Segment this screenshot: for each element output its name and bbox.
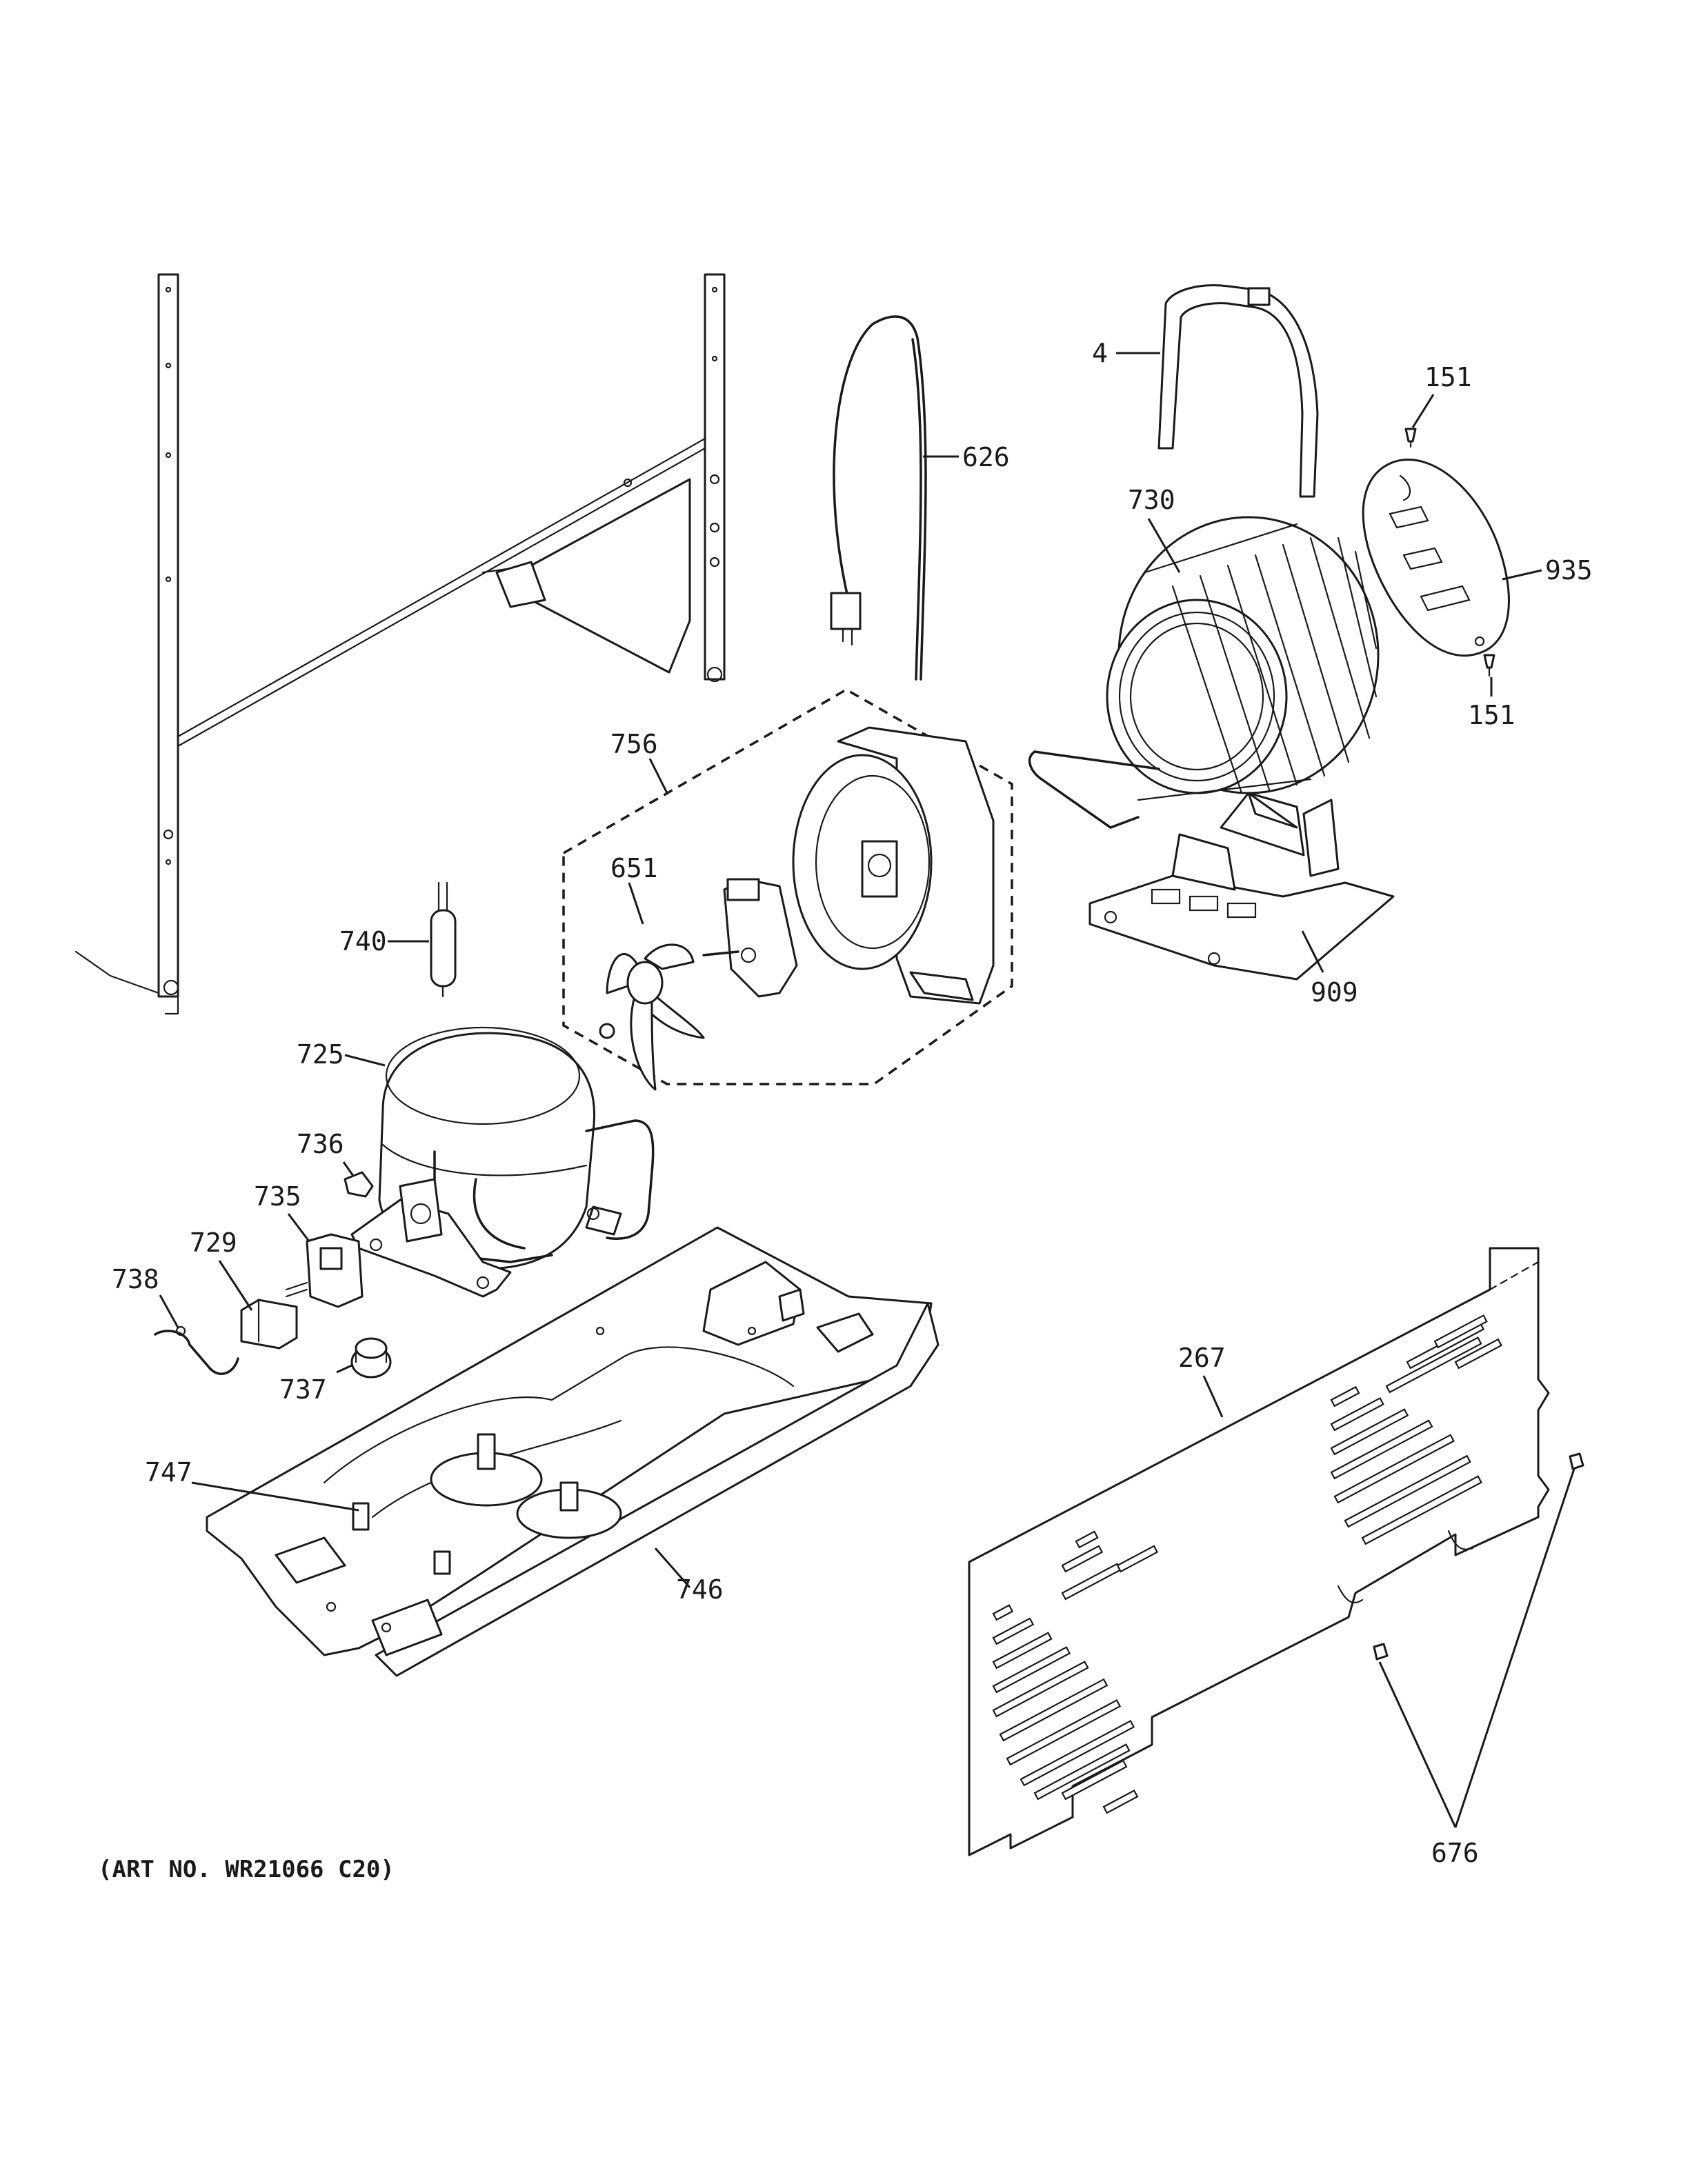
overload-clip [344, 1171, 374, 1198]
leader-lines [159, 352, 1575, 1828]
condenser-bracket [1157, 284, 1319, 498]
fan-motor [702, 878, 798, 998]
power-cord [830, 315, 927, 681]
callout-267: 267 [1178, 1343, 1226, 1373]
callout-935: 935 [1545, 555, 1593, 585]
panel-screw-left [1373, 1643, 1389, 1661]
condenser-cover [1362, 459, 1510, 657]
cabinet-frame [74, 273, 726, 1015]
callout-737: 737 [279, 1374, 327, 1405]
callout-651: 651 [610, 853, 658, 883]
drier [430, 881, 457, 998]
panel-screw-right [1569, 1452, 1584, 1470]
callout-747: 747 [145, 1457, 192, 1487]
callout-735: 735 [254, 1181, 301, 1212]
callout-676: 676 [1431, 1838, 1479, 1868]
callout-736: 736 [297, 1129, 344, 1159]
fan-assembly-group [562, 688, 1013, 1085]
wire-clip [154, 1325, 239, 1375]
screw-bottom [1483, 654, 1495, 677]
callout-730: 730 [1128, 485, 1175, 515]
compressor-mounting-plate [206, 1226, 940, 1677]
screw-top [1404, 428, 1417, 448]
callout-738: 738 [112, 1264, 159, 1294]
callout-756: 756 [610, 729, 658, 759]
grommet [350, 1337, 392, 1379]
compressor [350, 1026, 655, 1298]
callout-626: 626 [962, 442, 1010, 472]
callout-909: 909 [1311, 977, 1358, 1008]
start-relay [285, 1233, 364, 1308]
callout-740: 740 [339, 926, 387, 956]
art-number-caption: (ART NO. WR21066 C20) [98, 1856, 395, 1883]
callout-labels: 4 151 151 626 730 935 756 651 740 909 72… [112, 338, 1593, 1868]
callout-729: 729 [190, 1228, 237, 1258]
callout-151-top: 151 [1424, 362, 1472, 392]
callout-746: 746 [676, 1574, 724, 1605]
fan-blade [599, 943, 705, 1091]
rear-access-panel [968, 1247, 1550, 1856]
callout-151-bottom: 151 [1468, 700, 1515, 730]
callout-725: 725 [297, 1039, 344, 1070]
callout-4: 4 [1092, 338, 1108, 368]
condenser-coil [1028, 516, 1380, 829]
overload-protector [240, 1299, 298, 1350]
fan-bracket [1088, 792, 1395, 981]
fan-shroud [792, 726, 995, 1005]
